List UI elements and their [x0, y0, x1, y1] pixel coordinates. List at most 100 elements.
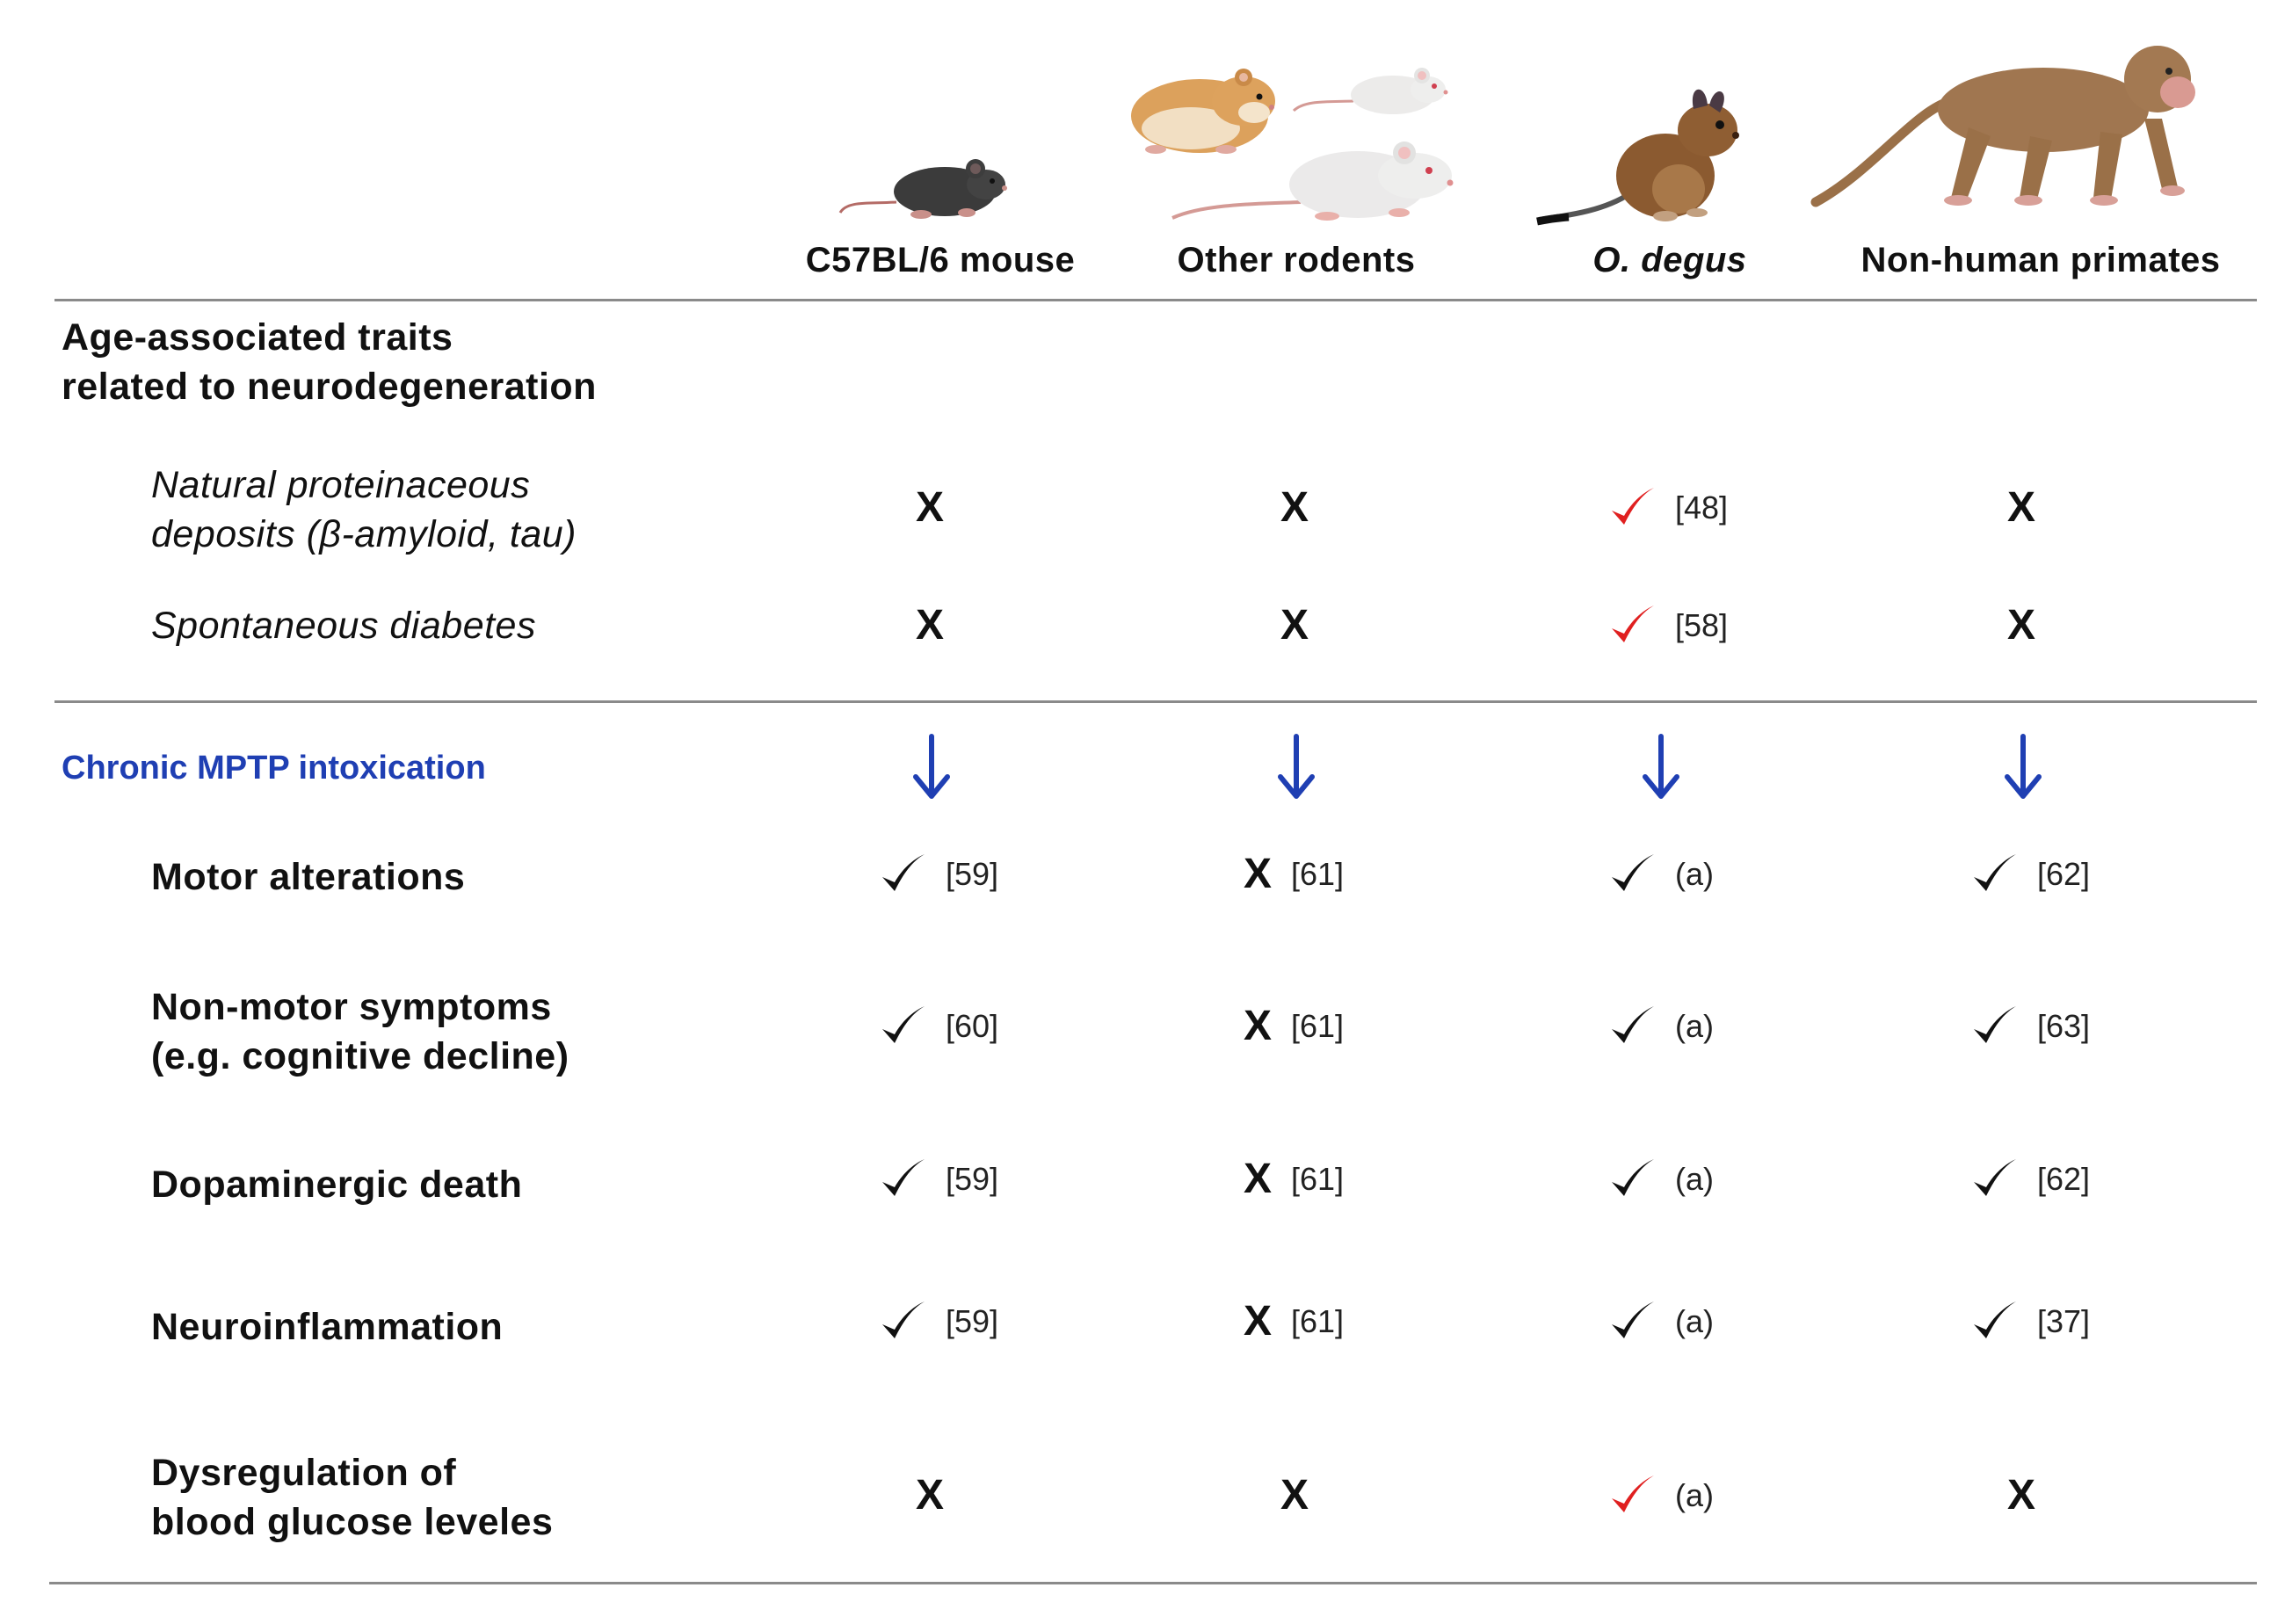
- reference-label: [37]: [2037, 1303, 2091, 1339]
- table-cell: [60]: [879, 996, 998, 1057]
- white-mouse-icon: [1292, 68, 1448, 114]
- mouse-icon: [838, 159, 1007, 219]
- table-cell: [63]: [1970, 996, 2090, 1057]
- table-cell: [59]: [879, 1291, 998, 1352]
- table-cell: [59]: [879, 844, 998, 905]
- x-mark: X: [2007, 484, 2036, 531]
- section-rule: [54, 700, 2257, 703]
- primate-icon: [1810, 46, 2195, 207]
- x-mark: X: [1280, 1472, 1309, 1519]
- row-label-nonmotor-line2: (e.g. cognitive decline): [151, 1035, 569, 1077]
- table-cell: X: [916, 1465, 944, 1526]
- table-cell: [48]: [1608, 477, 1728, 539]
- check-icon: [879, 851, 926, 898]
- table-cell: X [61]: [1244, 1291, 1344, 1352]
- check-icon: [1970, 1156, 2018, 1203]
- row-label-dopaminergic: Dopaminergic death: [151, 1164, 523, 1206]
- reference-label: [61]: [1291, 856, 1345, 892]
- row-label-neuroinflammation: Neuroinflammation: [151, 1306, 504, 1348]
- check-icon: [879, 1156, 926, 1203]
- table-cell: (a): [1608, 1465, 1714, 1526]
- check-icon: [1608, 851, 1656, 898]
- red-check-icon: [1608, 484, 1656, 532]
- reference-label: (a): [1675, 1008, 1714, 1044]
- reference-label: [59]: [946, 1303, 999, 1339]
- x-mark: X: [1244, 1156, 1273, 1202]
- down-arrow-icon: [1275, 733, 1317, 800]
- check-icon: [1608, 1298, 1656, 1345]
- check-icon: [879, 1003, 926, 1050]
- row-label-dysregulation-line1: Dysregulation of: [151, 1452, 457, 1494]
- check-icon: [1608, 1156, 1656, 1203]
- table-cell: X [61]: [1244, 996, 1344, 1057]
- reference-label: [61]: [1291, 1303, 1345, 1339]
- reference-label: (a): [1675, 1303, 1714, 1339]
- red-check-icon: [1608, 602, 1656, 649]
- check-icon: [1970, 851, 2018, 898]
- down-arrow-icon: [1640, 733, 1682, 800]
- section2-title: Chronic MPTP intoxication: [62, 750, 486, 787]
- table-cell: X: [1280, 1465, 1309, 1526]
- table-cell: [58]: [1608, 595, 1728, 656]
- hamster-icon: [1131, 69, 1275, 154]
- x-mark: X: [1244, 1298, 1273, 1345]
- table-cell: (a): [1608, 1149, 1714, 1210]
- table-cell: X [61]: [1244, 844, 1344, 905]
- x-mark: X: [1244, 1003, 1273, 1049]
- table-cell: X: [1280, 477, 1309, 539]
- check-icon: [879, 1298, 926, 1345]
- reference-label: [48]: [1675, 489, 1729, 526]
- column-header-primates: Non-human primates: [1860, 241, 2221, 279]
- reference-label: [62]: [2037, 856, 2091, 892]
- reference-label: [60]: [946, 1008, 999, 1044]
- reference-label: [61]: [1291, 1008, 1345, 1044]
- table-cell: [37]: [1970, 1291, 2090, 1352]
- table-cell: [59]: [879, 1149, 998, 1210]
- table-cell: (a): [1608, 1291, 1714, 1352]
- table-cell: X: [1280, 595, 1309, 656]
- section1-title-line2: related to neurodegeneration: [62, 366, 597, 408]
- row-label-motor: Motor alterations: [151, 856, 466, 898]
- table-cell: (a): [1608, 844, 1714, 905]
- down-arrow-icon: [910, 733, 953, 800]
- table-cell: X: [2007, 477, 2035, 539]
- reference-label: [58]: [1675, 607, 1729, 643]
- rat-icon: [1171, 141, 1454, 221]
- reference-label: (a): [1675, 1161, 1714, 1197]
- row-label-proteinaceous-line2: deposits (β-amyloid, tau): [151, 513, 577, 555]
- row-label-nonmotor-line1: Non-motor symptoms: [151, 986, 552, 1028]
- table-cell: X [61]: [1244, 1149, 1344, 1210]
- x-mark: X: [2007, 602, 2036, 649]
- x-mark: X: [1280, 484, 1309, 531]
- table-cell: X: [916, 595, 944, 656]
- degu-icon: [1536, 89, 1739, 226]
- row-label-dysregulation-line2: blood glucose leveles: [151, 1501, 554, 1543]
- x-mark: X: [1244, 851, 1273, 897]
- table-cell: [62]: [1970, 1149, 2090, 1210]
- reference-label: [63]: [2037, 1008, 2091, 1044]
- table-cell: X: [2007, 595, 2035, 656]
- check-icon: [1970, 1298, 2018, 1345]
- reference-label: [59]: [946, 856, 999, 892]
- bottom-rule: [49, 1582, 2257, 1584]
- column-header-o-degus: O. degus: [1592, 241, 1747, 279]
- header-rule: [54, 299, 2257, 301]
- section1-title-line1: Age-associated traits: [62, 316, 453, 359]
- reference-label: (a): [1675, 856, 1714, 892]
- table-cell: (a): [1608, 996, 1714, 1057]
- x-mark: X: [2007, 1472, 2036, 1519]
- table-cell: [62]: [1970, 844, 2090, 905]
- x-mark: X: [916, 1472, 945, 1519]
- reference-label: [61]: [1291, 1161, 1345, 1197]
- row-label-proteinaceous-line1: Natural proteinaceous: [151, 464, 531, 506]
- reference-label: [62]: [2037, 1161, 2091, 1197]
- x-mark: X: [1280, 602, 1309, 649]
- column-header-other-rodents: Other rodents: [1177, 241, 1416, 279]
- down-arrow-icon: [2002, 733, 2044, 800]
- check-icon: [1970, 1003, 2018, 1050]
- reference-label: [59]: [946, 1161, 999, 1197]
- check-icon: [1608, 1003, 1656, 1050]
- x-mark: X: [916, 484, 945, 531]
- red-check-icon: [1608, 1472, 1656, 1519]
- table-cell: X: [2007, 1465, 2035, 1526]
